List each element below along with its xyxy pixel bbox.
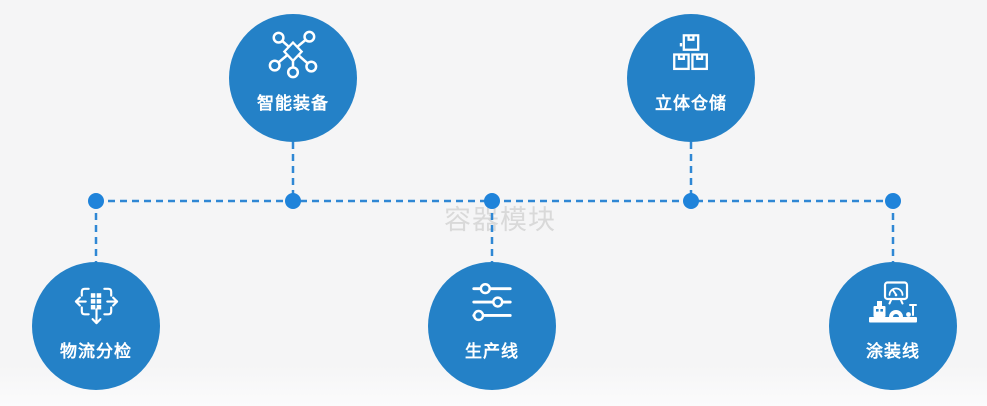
- node-label: 物流分检: [60, 342, 132, 361]
- network-nodes-icon: [268, 30, 318, 79]
- node-production-line: 生产线: [428, 262, 556, 390]
- sorting-crosshair-icon: [73, 279, 120, 327]
- machine-monitor-icon: [864, 279, 922, 327]
- node-coating-line: 涂装线: [829, 262, 957, 390]
- node-label: 生产线: [465, 342, 519, 361]
- watermark-text: 容器模块: [444, 205, 556, 235]
- junction-dot: [885, 193, 901, 209]
- node-label: 涂装线: [866, 342, 920, 361]
- node-label: 智能装备: [257, 94, 329, 113]
- junction-dot: [285, 193, 301, 209]
- stacked-boxes-icon: [668, 31, 714, 79]
- node-logistics-sorting: 物流分检: [32, 262, 160, 390]
- node-smart-equipment: 智能装备: [229, 14, 357, 142]
- junction-dot: [683, 193, 699, 209]
- node-warehouse: 立体仓储: [627, 14, 755, 142]
- sliders-icon: [469, 279, 515, 327]
- node-label: 立体仓储: [655, 94, 727, 113]
- junction-dot: [88, 193, 104, 209]
- junction-dot: [484, 193, 500, 209]
